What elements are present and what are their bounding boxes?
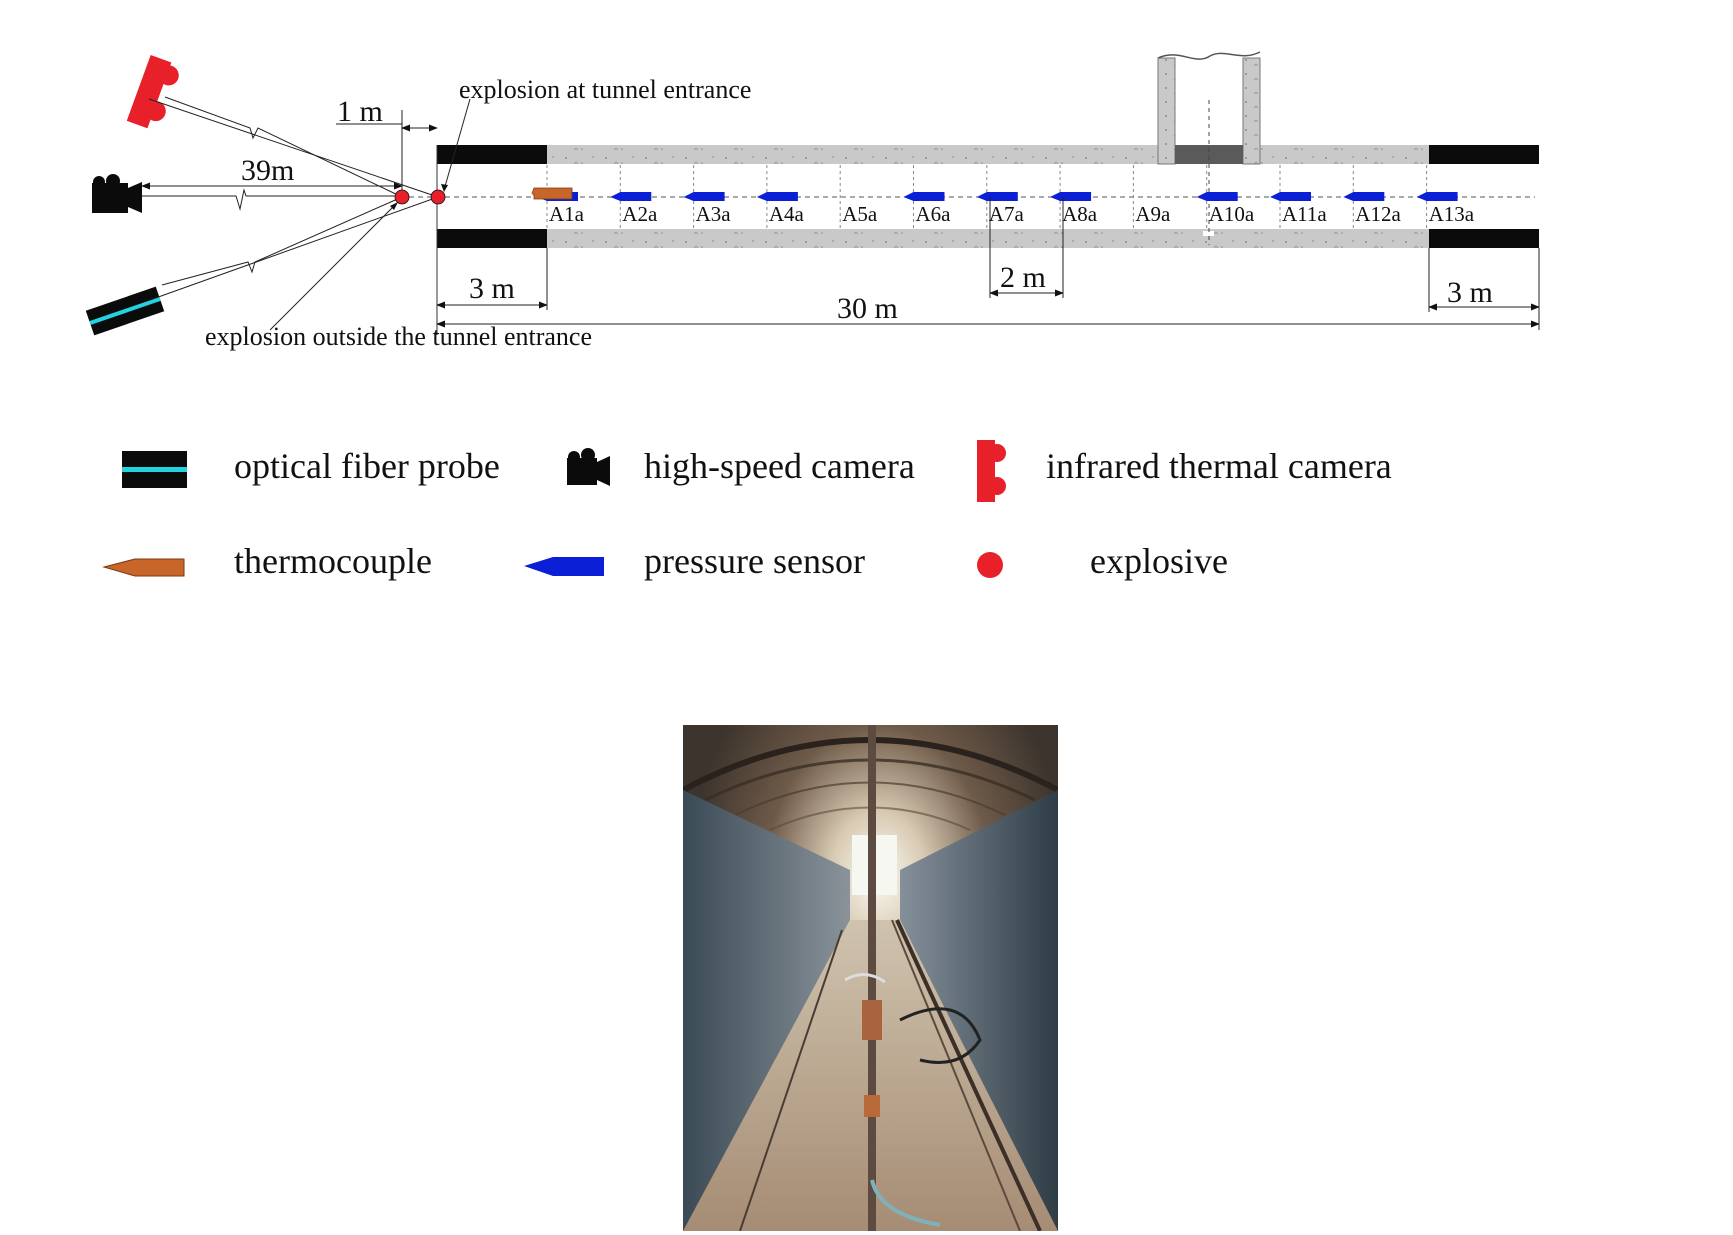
sensor-label: A8a [1062,202,1098,226]
sensor-label: A6a [916,202,952,226]
tunnel-bottom-wall-left-black [437,229,547,248]
annotation-entrance-explosion: explosion at tunnel entrance [459,75,751,104]
legend-infrared-thermal-camera-label: infrared thermal camera [1046,446,1392,486]
tunnel-thermocouple-icon [531,187,573,200]
sensor-label: A2a [622,202,658,226]
legend-high-speed-camera-icon [567,448,610,486]
legend-explosive-icon [977,552,1003,578]
legend-pressure-sensor-label: pressure sensor [644,541,865,581]
dimension-1m: 1 m [337,95,383,128]
ventilation-shaft [1157,51,1261,245]
explosive-at-entrance [430,189,446,205]
legend-pressure-sensor-icon [524,557,604,576]
sensor-label: A7a [989,202,1025,226]
sensor-label: A9a [1135,202,1171,226]
legend-infrared-thermal-camera-icon [977,440,1006,502]
legend-optical-fiber-probe-label: optical fiber probe [234,446,500,486]
tunnel-bottom-wall-concrete [547,229,1429,248]
pressure-sensor-icon [903,192,945,201]
pressure-sensor-icon [1196,192,1238,201]
pressure-sensor-icon [1343,192,1385,201]
dimension-3m-left: 3 m [469,272,515,305]
tunnel-photo [683,725,1058,1231]
legend-high-speed-camera-label: high-speed camera [644,446,915,486]
sensor-label: A3a [696,202,732,226]
optical-fiber-probe-icon [85,286,165,336]
pressure-sensor-icon [1416,192,1458,201]
sensor-label: A4a [769,202,805,226]
sensor-label: A1a [549,202,585,226]
tunnel-bottom-wall-right-black [1429,229,1539,248]
annotation-outside-explosion: explosion outside the tunnel entrance [205,322,592,351]
explosive-outside-tunnel [394,189,410,205]
high-speed-camera-icon [92,174,142,213]
dimension-39m: 39m [241,154,294,187]
tunnel-top-wall-left-black [437,145,547,164]
pressure-sensor-icon [1050,192,1092,201]
dimension-2m: 2 m [1000,261,1046,294]
pressure-sensor-icon [610,192,652,201]
legend-explosive-label: explosive [1090,541,1228,581]
legend-optical-fiber-probe-icon [122,451,187,488]
tunnel-top-wall-right-black [1429,145,1539,164]
pressure-sensor-icon [756,192,798,201]
legend: optical fiber probe high-speed camera in… [102,440,1392,581]
tunnel-top-wall-concrete [547,145,1429,164]
sensor-label: A12a [1355,202,1401,226]
legend-thermocouple-label: thermocouple [234,541,432,581]
infrared-thermal-camera-icon [126,55,179,129]
sensor-label: A13a [1429,202,1475,226]
pressure-sensor-icon [976,192,1018,201]
sensor-label: A11a [1282,202,1327,226]
pressure-sensor-icon [683,192,725,201]
dimension-lines [336,110,1540,330]
dimension-3m-right: 3 m [1447,276,1493,309]
pressure-sensor-row: A1a A2a A3a A4a A5a A6a A7a A8a A9a A10a A11a A12a A… [537,192,1475,226]
sensor-label: A10a [1209,202,1255,226]
pressure-sensor-icon [1270,192,1311,201]
legend-thermocouple-icon [102,558,185,577]
dimension-30m: 30 m [837,292,898,325]
instruments [85,55,471,336]
sensor-label: A5a [842,202,878,226]
